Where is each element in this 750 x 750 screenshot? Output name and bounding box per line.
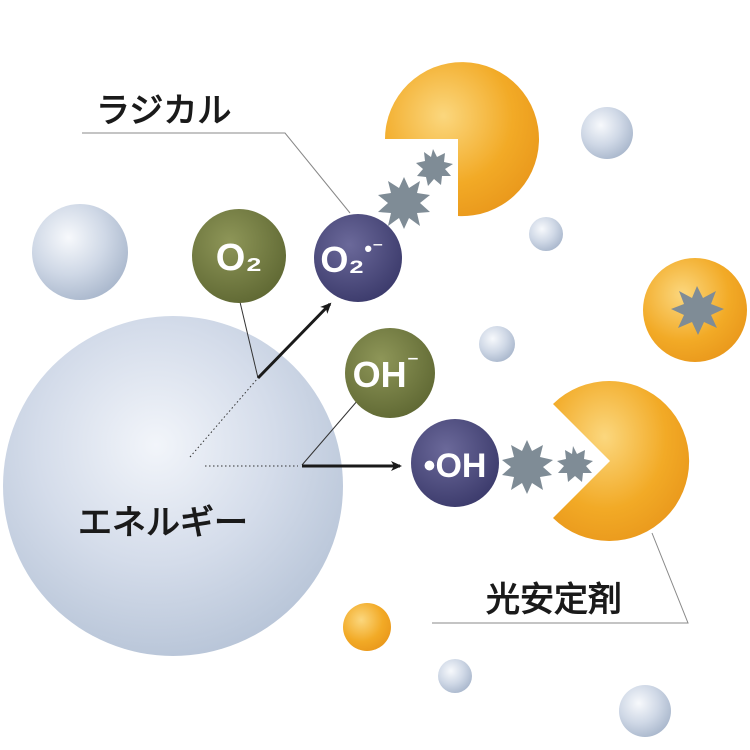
debris-star-top-2 [416,149,453,186]
stabilizer-small-sphere [343,603,391,651]
bubble-bottom-right [619,685,671,737]
hydroxyl-radical-label: •OH [424,447,487,485]
debris-star-top-1 [378,177,430,229]
energy-label: エネルギー [78,503,248,543]
debris-star-bottom-1 [502,440,553,494]
bubble-large-left [32,204,128,300]
radical-label: ラジカル [96,91,231,131]
light-stabilizer-label: 光安定剤 [486,580,622,620]
radical-leader-line [82,133,350,213]
bubble-top-right [581,107,633,159]
debris-star-bottom-2 [557,446,593,482]
bubble-mid-small [529,217,563,251]
energy-sphere [3,316,343,656]
bubble-bottom-small [438,659,472,693]
bubble-center-small [479,326,515,362]
oxygen-molecule-label: O₂ [216,237,262,279]
